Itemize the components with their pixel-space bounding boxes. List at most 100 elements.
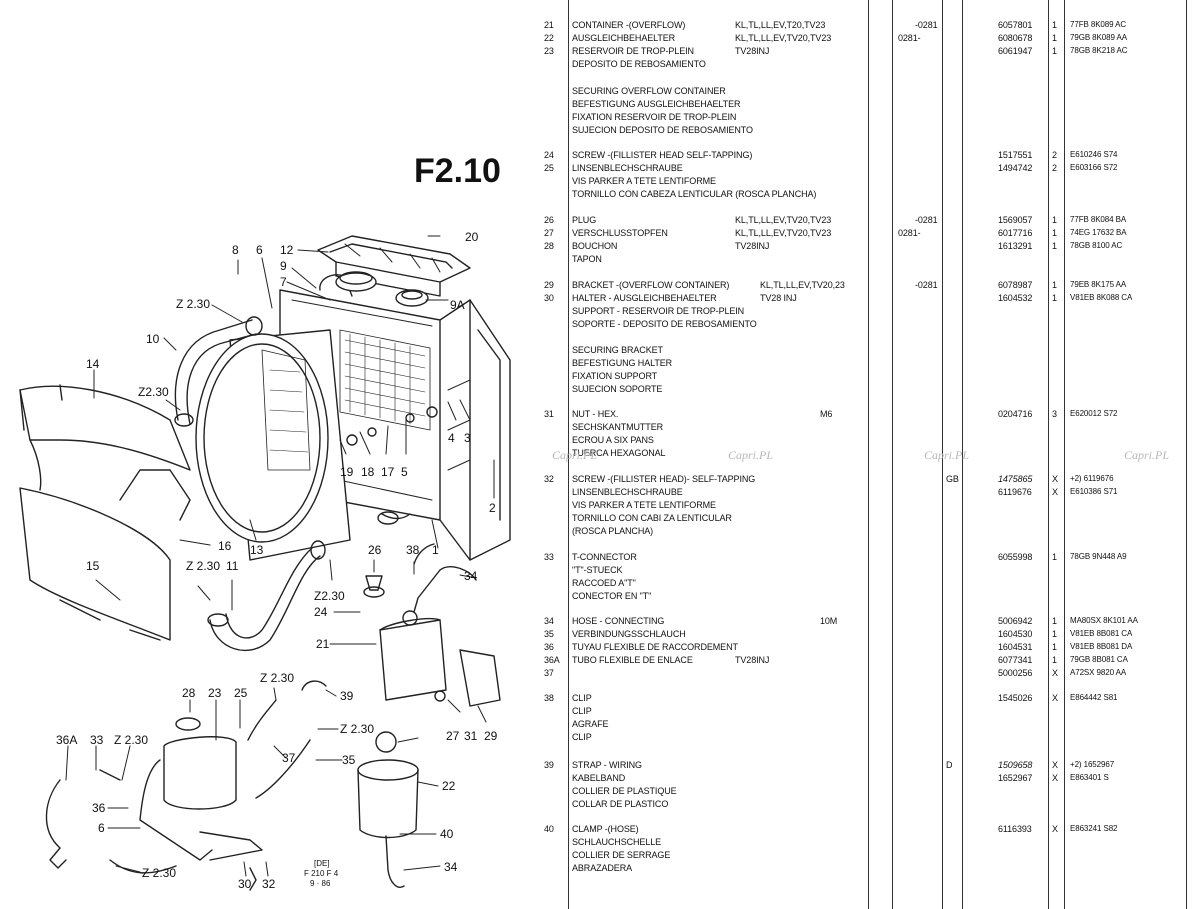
- cell-desc: TUBO FLEXIBLE DE ENLACE: [572, 655, 693, 665]
- callout-25: 25: [234, 686, 248, 700]
- cell-desc: VIS PARKER A TETE LENTIFORME: [572, 176, 716, 186]
- cell-size: M6: [820, 409, 833, 419]
- cell-mark: GB: [946, 474, 959, 484]
- cell-desc: TUYAU FLEXIBLE DE RACCORDEMENT: [572, 642, 738, 652]
- cell-desc: DEPOSITO DE REBOSAMIENTO: [572, 59, 706, 69]
- cell-desc: SUJECION SOPORTE: [572, 384, 663, 394]
- table-row: CONECTOR EN "T": [530, 589, 1200, 603]
- sheet-title: F2.10: [414, 152, 501, 190]
- overflow-container-23: [139, 717, 263, 861]
- callout-7: 7: [280, 275, 287, 289]
- callout-9: 9: [280, 259, 287, 273]
- plug-26: [363, 575, 385, 598]
- callout-labels: 20 12 9 7 9A 8 6 Z 2.30 10 14 Z2.30 4 3 …: [56, 230, 498, 891]
- cell-qty: 1: [1052, 20, 1057, 30]
- callout-12: 12: [280, 243, 294, 257]
- table-row: VIS PARKER A TETE LENTIFORME: [530, 174, 1200, 188]
- cell-part: 1475865: [998, 474, 1033, 484]
- cell-models: KL,TL,LL,EV,TV20,TV23: [735, 215, 832, 225]
- cell-part: 6055998: [998, 552, 1033, 562]
- cell-desc: BEFESTIGUNG HALTER: [572, 358, 673, 368]
- cell-ref2: 78GB 8100 AC: [1070, 241, 1123, 250]
- exploded-diagram: F2.10: [0, 0, 530, 909]
- cell-desc: VERSCHLUSSTOPFEN: [572, 228, 668, 238]
- cell-desc: BEFESTIGUNG AUSGLEICHBEHAELTER: [572, 99, 741, 109]
- callout-z230-h: Z 2.30: [142, 866, 176, 880]
- cell-qty: X: [1052, 668, 1058, 678]
- cell-ref: 21: [544, 20, 554, 30]
- cell-part: 6080678: [998, 33, 1033, 43]
- cell-ref2: E603166 S72: [1070, 163, 1118, 172]
- callout-8: 8: [232, 243, 239, 257]
- cell-models: TV28INJ: [735, 655, 770, 665]
- cell-desc: AGRAFE: [572, 719, 609, 729]
- cell-desc: LINSENBLECHSCHRAUBE: [572, 487, 683, 497]
- table-row: TORNILLO CON CABEZA LENTICULAR (ROSCA PL…: [530, 187, 1200, 201]
- callout-31: 31: [464, 729, 478, 743]
- lower-hose: [207, 540, 326, 651]
- callout-14: 14: [86, 357, 100, 371]
- table-row: SECHSKANTMUTTER: [530, 420, 1200, 434]
- leader-lines: [65, 235, 495, 877]
- callout-9a: 9A: [450, 298, 465, 312]
- cell-desc: RACCOED A"T": [572, 578, 636, 588]
- cell-desc: CONECTOR EN "T": [572, 591, 652, 601]
- callout-21: 21: [316, 637, 330, 651]
- cell-desc: SECURING OVERFLOW CONTAINER: [572, 86, 726, 96]
- table-row: TORNILLO CON CABI ZA LENTICULAR: [530, 511, 1200, 525]
- cell-date1: -0281: [915, 280, 938, 290]
- table-row: FIXATION SUPPORT: [530, 369, 1200, 383]
- column-rule: [1186, 0, 1187, 909]
- cell-desc: SCREW -(FILLISTER HEAD)- SELF-TAPPING: [572, 474, 756, 484]
- table-row: (ROSCA PLANCHA): [530, 524, 1200, 538]
- column-rule: [962, 0, 963, 909]
- cell-desc: TORNILLO CON CABI ZA LENTICULAR: [572, 513, 732, 523]
- column-rule: [1064, 0, 1065, 909]
- cell-desc: SCHLAUCHSCHELLE: [572, 837, 662, 847]
- callout-33: 33: [90, 733, 104, 747]
- cell-ref: 34: [544, 616, 554, 626]
- cell-part: 6017716: [998, 228, 1033, 238]
- cell-qty: X: [1052, 760, 1058, 770]
- cell-ref: 40: [544, 824, 554, 834]
- cell-qty: 1: [1052, 228, 1057, 238]
- cell-qty: X: [1052, 824, 1058, 834]
- cell-desc: VIS PARKER A TETE LENTIFORME: [572, 500, 716, 510]
- cell-desc: TAPON: [572, 254, 602, 264]
- cell-ref2: E610246 S74: [1070, 150, 1118, 159]
- upper-hose: [174, 316, 263, 427]
- callout-13: 13: [250, 543, 264, 557]
- table-row: SOPORTE - DEPOSITO DE REBOSAMIENTO: [530, 317, 1200, 331]
- cell-part: 1613291: [998, 241, 1033, 251]
- cell-desc: LINSENBLECHSCHRAUBE: [572, 163, 683, 173]
- cell-ref2: 79EB 8K175 AA: [1070, 280, 1127, 289]
- cell-desc: COLLAR DE PLASTICO: [572, 799, 669, 809]
- cell-desc: STRAP - WIRING: [572, 760, 642, 770]
- cell-desc: CLIP: [572, 693, 592, 703]
- cell-ref2: E610386 S71: [1070, 487, 1118, 496]
- cell-ref2: 78GB 9N448 A9: [1070, 552, 1127, 561]
- cell-qty: 2: [1052, 163, 1057, 173]
- cell-desc: BRACKET -(OVERFLOW CONTAINER): [572, 280, 730, 290]
- cell-part: 1604530: [998, 629, 1033, 639]
- callout-z230-c: Z 2.30: [186, 559, 220, 573]
- cell-desc: CONTAINER -(OVERFLOW): [572, 20, 686, 30]
- cell-qty: 1: [1052, 280, 1057, 290]
- cell-ref: 36: [544, 642, 554, 652]
- cell-desc: FIXATION SUPPORT: [572, 371, 658, 381]
- fan-cowl: [19, 384, 191, 641]
- cell-models: TV28INJ: [735, 241, 770, 251]
- callout-40: 40: [440, 827, 454, 841]
- cell-desc: TORNILLO CON CABEZA LENTICULAR (ROSCA PL…: [572, 189, 817, 199]
- cell-qty: X: [1052, 773, 1058, 783]
- cell-ref2: +2) 1652967: [1070, 760, 1115, 769]
- table-row: DEPOSITO DE REBOSAMIENTO: [530, 57, 1200, 71]
- callout-z230-d: Z2.30: [314, 589, 345, 603]
- callout-z230-e: Z 2.30: [260, 671, 294, 685]
- callout-20: 20: [465, 230, 479, 244]
